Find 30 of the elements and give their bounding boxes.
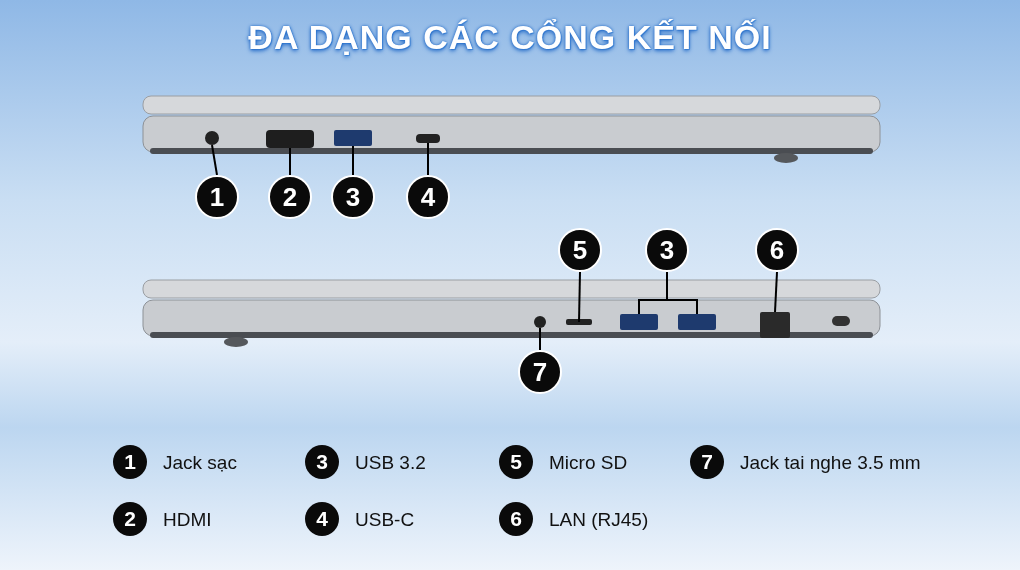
callout-number: 6	[499, 502, 533, 536]
leader-line	[578, 271, 581, 323]
callout-number: 3	[645, 228, 689, 272]
callout-number: 4	[406, 175, 450, 219]
legend-text: LAN (RJ45)	[549, 509, 649, 531]
leader-line	[352, 145, 354, 176]
callout-number: 5	[558, 228, 602, 272]
legend-text: HDMI	[163, 509, 212, 531]
legend-text: Jack sạc	[163, 452, 237, 474]
callout-number: 2	[113, 502, 147, 536]
callout-number: 7	[518, 350, 562, 394]
callout-number: 1	[195, 175, 239, 219]
legend-text: Micro SD	[549, 452, 628, 474]
leader-line	[289, 147, 291, 176]
callout-number: 1	[113, 445, 147, 479]
leader-line	[427, 142, 429, 176]
legend-text: Jack tai nghe 3.5 mm	[740, 452, 921, 474]
callout-number: 4	[305, 502, 339, 536]
callout-number: 2	[268, 175, 312, 219]
callout-number: 3	[331, 175, 375, 219]
legend-text: USB-C	[355, 509, 415, 531]
leader-line	[539, 327, 541, 351]
callout-number: 5	[499, 445, 533, 479]
callout-number: 7	[690, 445, 724, 479]
callout-number: 6	[755, 228, 799, 272]
callout-number: 3	[305, 445, 339, 479]
leader-line	[774, 271, 778, 313]
leader-line	[211, 144, 218, 176]
title: ĐA DẠNG CÁC CỔNG KẾT NỐI	[247, 18, 773, 57]
legend-text: USB 3.2	[355, 452, 426, 474]
